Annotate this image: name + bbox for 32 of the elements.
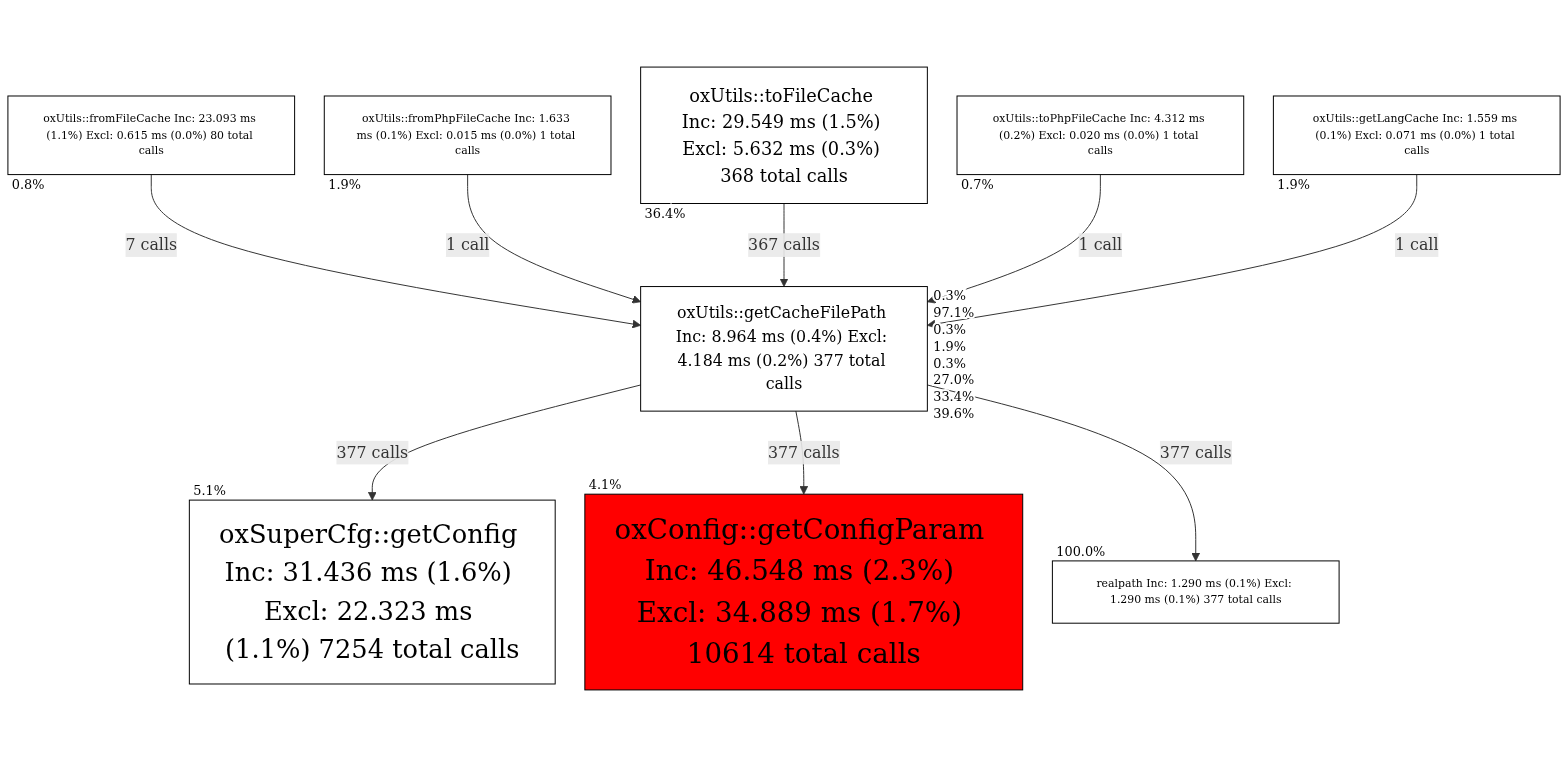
percentage-label: 39.6%	[933, 406, 975, 422]
percentage-label: 1.9%	[933, 338, 966, 354]
percentage-label: 4.1%	[588, 477, 622, 493]
percentage-label: 1.9%	[328, 177, 361, 193]
edge-label: 1 call	[445, 235, 490, 254]
percentage-label: 33.4%	[933, 389, 975, 405]
node-box: oxUtils::getCacheFilePath Inc: 8.964 ms (0.4%) Excl: 4.184 ms (0.2%) 377 total calls	[640, 286, 928, 412]
percentage-label: 5.1%	[193, 483, 226, 499]
edge-label: 377 calls	[336, 442, 409, 462]
percentage-label: 27.0%	[933, 372, 975, 388]
node-box: realpath Inc: 1.290 ms (0.1%) Excl: 1.290 ms (0.1%) 377 total calls	[1051, 560, 1340, 624]
edge-label: 7 calls	[125, 235, 178, 254]
edge-label: 377 calls	[1159, 442, 1232, 462]
percentage-label: 100.0%	[1056, 543, 1106, 559]
node-box: oxUtils::toPhpFileCache Inc: 4.312 ms (0.2%) Excl: 0.020 ms (0.0%) 1 total calls	[956, 95, 1245, 176]
edge-label: 367 calls	[748, 235, 820, 254]
percentage-label: 1.9%	[1277, 177, 1310, 193]
node-box: oxSuperCfg::getConfig Inc: 31.436 ms (1.6%) Excl: 22.323 ms (1.1%) 7254 total calls	[188, 499, 556, 685]
edge-label: 1 call	[1078, 235, 1123, 254]
percentage-label: 0.3%	[933, 322, 966, 337]
percentage-label: 0.8%	[11, 177, 45, 193]
node-box: oxUtils::toFileCache Inc: 29.549 ms (1.5%) Excl: 5.632 ms (0.3%) 368 total calls	[640, 66, 928, 204]
percentage-label: 97.1%	[933, 305, 975, 321]
percentage-label: 36.4%	[644, 206, 686, 222]
node-box: oxConfig::getConfigParam Inc: 46.548 ms (2.3%) Excl: 34.889 ms (1.7%) 10614 total calls	[584, 493, 1024, 691]
node-box: oxUtils::getLangCache Inc: 1.559 ms (0.1%) Excl: 0.071 ms (0.0%) 1 total calls	[1272, 95, 1561, 176]
node-box: oxUtils::fromPhpFileCache Inc: 1.633 ms (0.1%) Excl: 0.015 ms (0.0%) 1 total calls	[323, 95, 612, 176]
percentage-label: 0.3%	[933, 355, 966, 371]
edge-label: 1 call	[1394, 235, 1439, 254]
edge-label: 377 calls	[767, 442, 840, 462]
percentage-label: 0.7%	[960, 177, 994, 193]
node-box: oxUtils::fromFileCache Inc: 23.093 ms (1.1%) Excl: 0.615 ms (0.0%) 80 total calls	[7, 95, 296, 176]
